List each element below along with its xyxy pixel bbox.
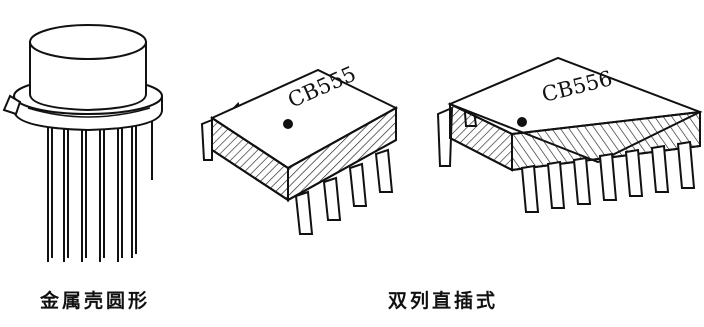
dip14-package: CB556 [436, 56, 703, 213]
caption-metal-can: 金属壳圆形 [40, 290, 151, 312]
dip8-package: CB555 [200, 62, 399, 235]
dip8-pin1-dot [283, 119, 293, 129]
metal-can-package [2, 24, 163, 262]
can-leads [47, 112, 153, 262]
can-top [29, 24, 147, 60]
can-tab [2, 94, 22, 116]
dip8-front-pins [294, 148, 394, 235]
dip14-front-pins [520, 140, 696, 213]
dip14-pin1-dot [517, 117, 527, 127]
can-body [29, 41, 147, 112]
caption-dual-inline: 双列直插式 [388, 290, 499, 312]
